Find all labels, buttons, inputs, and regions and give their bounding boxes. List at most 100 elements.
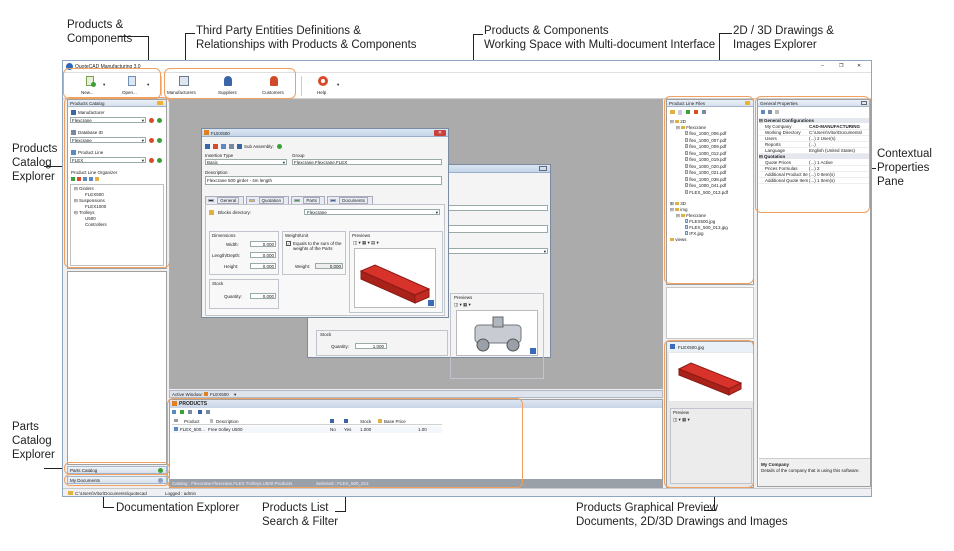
categorized-icon[interactable] <box>761 110 765 114</box>
column-product[interactable]: Product <box>184 419 200 424</box>
file-item-pdf[interactable]: flex_1000_019.pdf <box>685 157 726 162</box>
help-button[interactable]: Help <box>313 76 333 96</box>
active-window-select[interactable]: FLEX500 <box>210 392 229 397</box>
add-icon[interactable] <box>157 118 162 123</box>
property-row[interactable]: Users(...) 2 User(s) <box>759 136 870 142</box>
flex500-dialog[interactable]: FLEX500 ✕ Sub Assembly: Insertion Type B… <box>201 128 449 318</box>
list-view-icon[interactable] <box>172 410 176 414</box>
description-field[interactable]: Flexcrane 500 girder - 4m length <box>205 176 442 185</box>
new-button[interactable]: New... <box>79 76 101 96</box>
save-icon[interactable] <box>205 144 210 149</box>
sub-assembly-add-icon[interactable] <box>277 144 282 149</box>
remove-icon[interactable] <box>149 158 154 163</box>
group-field[interactable]: Flexcrane.Flexcrane.FLEX <box>292 159 442 165</box>
file-item-pdf[interactable]: FLEX_500_013.pdf <box>685 189 728 195</box>
suppliers-button[interactable]: Suppliers <box>215 76 241 96</box>
file-item-pdf[interactable]: flex_1000_007.pdf <box>685 137 726 143</box>
file-item-pdf[interactable]: flex_1000_006.pdf <box>685 131 726 136</box>
manufacturer-select[interactable]: Flexcrane ▾ <box>70 117 146 123</box>
equals-sum-checkbox[interactable]: ✓ <box>286 241 291 246</box>
alphabetical-icon[interactable] <box>768 110 772 114</box>
column-stock[interactable]: Stock <box>360 419 372 424</box>
manufacturers-button[interactable]: Manufacturers <box>167 76 201 96</box>
file-item-pdf[interactable]: flex_1000_038.pdf <box>685 176 726 182</box>
close-button[interactable]: ✕ <box>857 63 862 69</box>
folder-open-icon[interactable] <box>670 110 675 114</box>
file-item-image[interactable]: FLEX500.jpg <box>685 219 715 224</box>
tree-item-flexcrane-2d[interactable]: ⊟ Flexcrane <box>676 125 706 130</box>
file-item-pdf[interactable]: flex_1000_020.pdf <box>685 163 726 169</box>
add-product-icon[interactable] <box>180 410 184 414</box>
tree-item-views[interactable]: views <box>670 237 687 242</box>
height-field[interactable]: 0.000 <box>250 263 276 269</box>
quantity-field[interactable]: 0.000 <box>250 293 276 299</box>
tree-item-img[interactable]: ⊟ img <box>670 207 688 212</box>
delete-icon[interactable] <box>213 144 218 149</box>
new-file-icon[interactable] <box>678 110 682 115</box>
maximize-button[interactable]: ❐ <box>839 63 844 69</box>
property-row[interactable]: Reports(...) <box>759 142 870 148</box>
filter-icon[interactable] <box>198 410 202 414</box>
file-item-pdf[interactable]: flex_1000_009.pdf <box>685 144 726 149</box>
help-dropdown-icon[interactable]: ▾ <box>337 82 340 87</box>
property-row[interactable]: Additional Quote Item(...) 1 Item(s) <box>759 178 870 184</box>
weight-field[interactable]: 0.000 <box>315 263 343 269</box>
tree-down-icon[interactable] <box>89 177 93 181</box>
tree-item-trolleys[interactable]: ⊟ Trolleys <box>74 210 95 215</box>
column-description[interactable]: Description <box>216 419 239 424</box>
tree-remove-icon[interactable] <box>77 177 81 181</box>
preview-toolbar-icon[interactable]: ◫ ▾ ▦ ▾ <box>454 302 471 307</box>
blocks-directory-select[interactable]: Flexcrane ▾ <box>304 209 440 215</box>
preview-toolbar-icon[interactable]: ◫ ▾ ▦ ▾ <box>673 417 690 422</box>
tree-item-u500[interactable]: U500 <box>85 216 96 221</box>
tree-item-flex500[interactable]: FLEX500 <box>85 192 104 197</box>
database-select[interactable]: Flexcrane ▾ <box>70 137 146 143</box>
property-row[interactable]: Prices Formulas(...) 2 <box>759 166 870 172</box>
tree-item-suspensions[interactable]: ⊟ Suspensions <box>74 198 105 203</box>
tree-item-controllers[interactable]: Controllers <box>85 222 107 227</box>
new-dropdown-icon[interactable]: ▾ <box>103 82 106 87</box>
open-button[interactable]: Open... <box>119 76 145 96</box>
pin-icon[interactable] <box>745 101 750 105</box>
property-row[interactable]: Additional Product Ite(...) 0 Item(s) <box>759 172 870 178</box>
tree-item-flexcrane-img[interactable]: ⊟ Flexcrane <box>676 213 706 218</box>
tree-item-flex1000[interactable]: FLEX1000 <box>85 204 107 209</box>
pin-icon[interactable] <box>157 101 163 105</box>
width-field[interactable]: 0.000 <box>250 241 276 247</box>
edit-product-icon[interactable] <box>188 410 192 414</box>
preview-toolbar-icon[interactable]: ◫ ▾ ▦ ▾ ▤ ▾ <box>353 240 379 245</box>
properties-icon[interactable] <box>702 110 706 114</box>
remove-icon[interactable] <box>149 138 154 143</box>
open-dropdown-icon[interactable]: ▾ <box>147 82 150 87</box>
remove-icon[interactable] <box>149 118 154 123</box>
refresh-icon[interactable] <box>686 110 690 114</box>
file-item-pdf[interactable]: flex_1000_012.pdf <box>685 150 726 156</box>
customers-button[interactable]: Customers <box>259 76 289 96</box>
tree-folder-icon[interactable] <box>95 177 99 181</box>
property-row[interactable]: Quote Prices(...) 1 Active <box>759 160 870 166</box>
add-icon[interactable] <box>157 138 162 143</box>
property-pages-icon[interactable] <box>775 110 779 114</box>
tree-item-3d[interactable]: ⊞ 3D <box>670 201 686 206</box>
section-general-configurations[interactable]: ⊟ General Configurations <box>759 118 870 123</box>
insertion-type-select[interactable]: Basic ▾ <box>205 159 287 165</box>
column-base-price[interactable]: Base Price <box>384 419 406 424</box>
length-field[interactable]: 0.000 <box>250 252 276 258</box>
image-icon[interactable] <box>221 144 226 149</box>
restore-icon[interactable] <box>539 166 547 171</box>
section-quotation[interactable]: ⊟ Quotation <box>759 154 870 159</box>
chevron-down-icon[interactable]: ▾ <box>234 392 237 397</box>
minimize-button[interactable]: – <box>821 63 824 69</box>
file-item-pdf[interactable]: flex_1000_021.pdf <box>685 170 726 175</box>
add-icon[interactable] <box>157 158 162 163</box>
file-item-image[interactable]: IFX.jpg <box>685 231 704 236</box>
filter-dropdown-icon[interactable] <box>206 410 210 414</box>
product-line-select[interactable]: FLEX ▾ <box>70 157 146 163</box>
file-item-image[interactable]: FLEX_500_013.jpg <box>685 225 728 230</box>
grid-icon[interactable] <box>229 144 234 149</box>
tree-up-icon[interactable] <box>83 177 87 181</box>
file-item-pdf[interactable]: flex_1000_041.pdf <box>685 183 726 188</box>
